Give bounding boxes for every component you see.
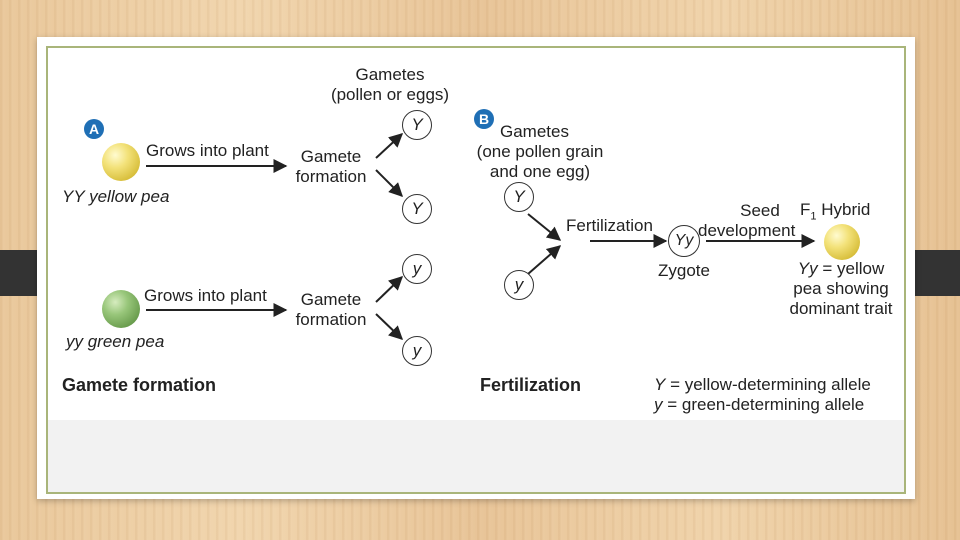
legend-recessive-text: = green-determining allele bbox=[662, 395, 865, 414]
arrow-to-lower-y2 bbox=[375, 313, 404, 340]
arrow-Y-to-fertilization bbox=[527, 213, 562, 241]
legend-dominant: Y = yellow-determining allele bbox=[654, 375, 871, 395]
gametes-b-l1: Gametes bbox=[500, 122, 569, 141]
gamete-formation-lower-l1: Gamete bbox=[300, 290, 362, 309]
fertilization-label: Fertilization bbox=[566, 216, 653, 235]
yellow-pea bbox=[102, 143, 140, 181]
arrow-to-lower-y1 bbox=[375, 276, 404, 303]
f1-subscript: 1 bbox=[810, 210, 817, 223]
grows-into-plant-lower: Grows into plant bbox=[144, 286, 267, 305]
result-genotype: Yy bbox=[797, 259, 818, 278]
slide-frame: A Gametes (pollen or eggs) YY yellow pea… bbox=[46, 46, 906, 494]
gamete-y-b: y bbox=[504, 270, 534, 300]
figure-bottom-strip bbox=[48, 420, 904, 492]
gamete-y-lower-1: y bbox=[402, 254, 432, 284]
zygote-label: Zygote bbox=[658, 261, 710, 280]
gamete-formation-upper-l2: formation bbox=[295, 167, 367, 186]
legend-recessive-symbol: y bbox=[654, 395, 663, 414]
legend-dominant-text: = yellow-determining allele bbox=[665, 375, 871, 394]
result-line-2: pea showing bbox=[793, 279, 889, 298]
legend-dominant-symbol: Y bbox=[654, 375, 666, 394]
gametes-b-l2: (one pollen grain bbox=[476, 142, 604, 161]
gamete-formation-lower-l2: formation bbox=[295, 310, 367, 329]
gamete-formation-upper-l1: Gamete bbox=[300, 147, 362, 166]
result-line-1-rest: = yellow bbox=[817, 259, 885, 278]
result-line-1: Yy = yellow bbox=[766, 259, 904, 279]
hybrid-yellow-pea bbox=[824, 224, 860, 260]
arrow-to-upper-Y1 bbox=[375, 133, 404, 159]
hybrid-word: Hybrid bbox=[821, 200, 871, 219]
arrow-to-upper-Y2 bbox=[375, 169, 403, 197]
gamete-Y-upper-2: Y bbox=[402, 194, 432, 224]
f1-hybrid-label: F1 Hybrid bbox=[800, 200, 870, 226]
green-pea-label: yy green pea bbox=[66, 332, 165, 351]
result-line-3: dominant trait bbox=[789, 299, 893, 318]
arrow-y-to-fertilization bbox=[527, 245, 562, 275]
gamete-Y-b: Y bbox=[504, 182, 534, 212]
gametes-b-l3: and one egg) bbox=[489, 162, 591, 181]
genetics-figure: A Gametes (pollen or eggs) YY yellow pea… bbox=[48, 48, 904, 420]
caption-fertilization: Fertilization bbox=[480, 375, 582, 395]
yellow-pea-label: YY yellow pea bbox=[62, 187, 170, 206]
slide-card: A Gametes (pollen or eggs) YY yellow pea… bbox=[37, 37, 915, 499]
gamete-Y-upper-1: Y bbox=[402, 110, 432, 140]
badge-a: A bbox=[84, 119, 104, 139]
green-pea bbox=[102, 290, 140, 328]
development-label: development bbox=[698, 221, 796, 240]
f1-f: F bbox=[800, 200, 811, 219]
gametes-header: Gametes bbox=[355, 65, 425, 84]
badge-b: B bbox=[474, 109, 494, 129]
arrows-layer bbox=[146, 133, 816, 340]
seed-label: Seed bbox=[740, 201, 780, 220]
grows-into-plant-upper: Grows into plant bbox=[146, 141, 269, 160]
gametes-header-sub: (pollen or eggs) bbox=[330, 85, 450, 104]
gamete-y-lower-2: y bbox=[402, 336, 432, 366]
zygote-genotype: Yy bbox=[668, 225, 700, 257]
caption-gamete-formation: Gamete formation bbox=[62, 375, 217, 395]
legend-recessive: y = green-determining allele bbox=[654, 395, 864, 415]
